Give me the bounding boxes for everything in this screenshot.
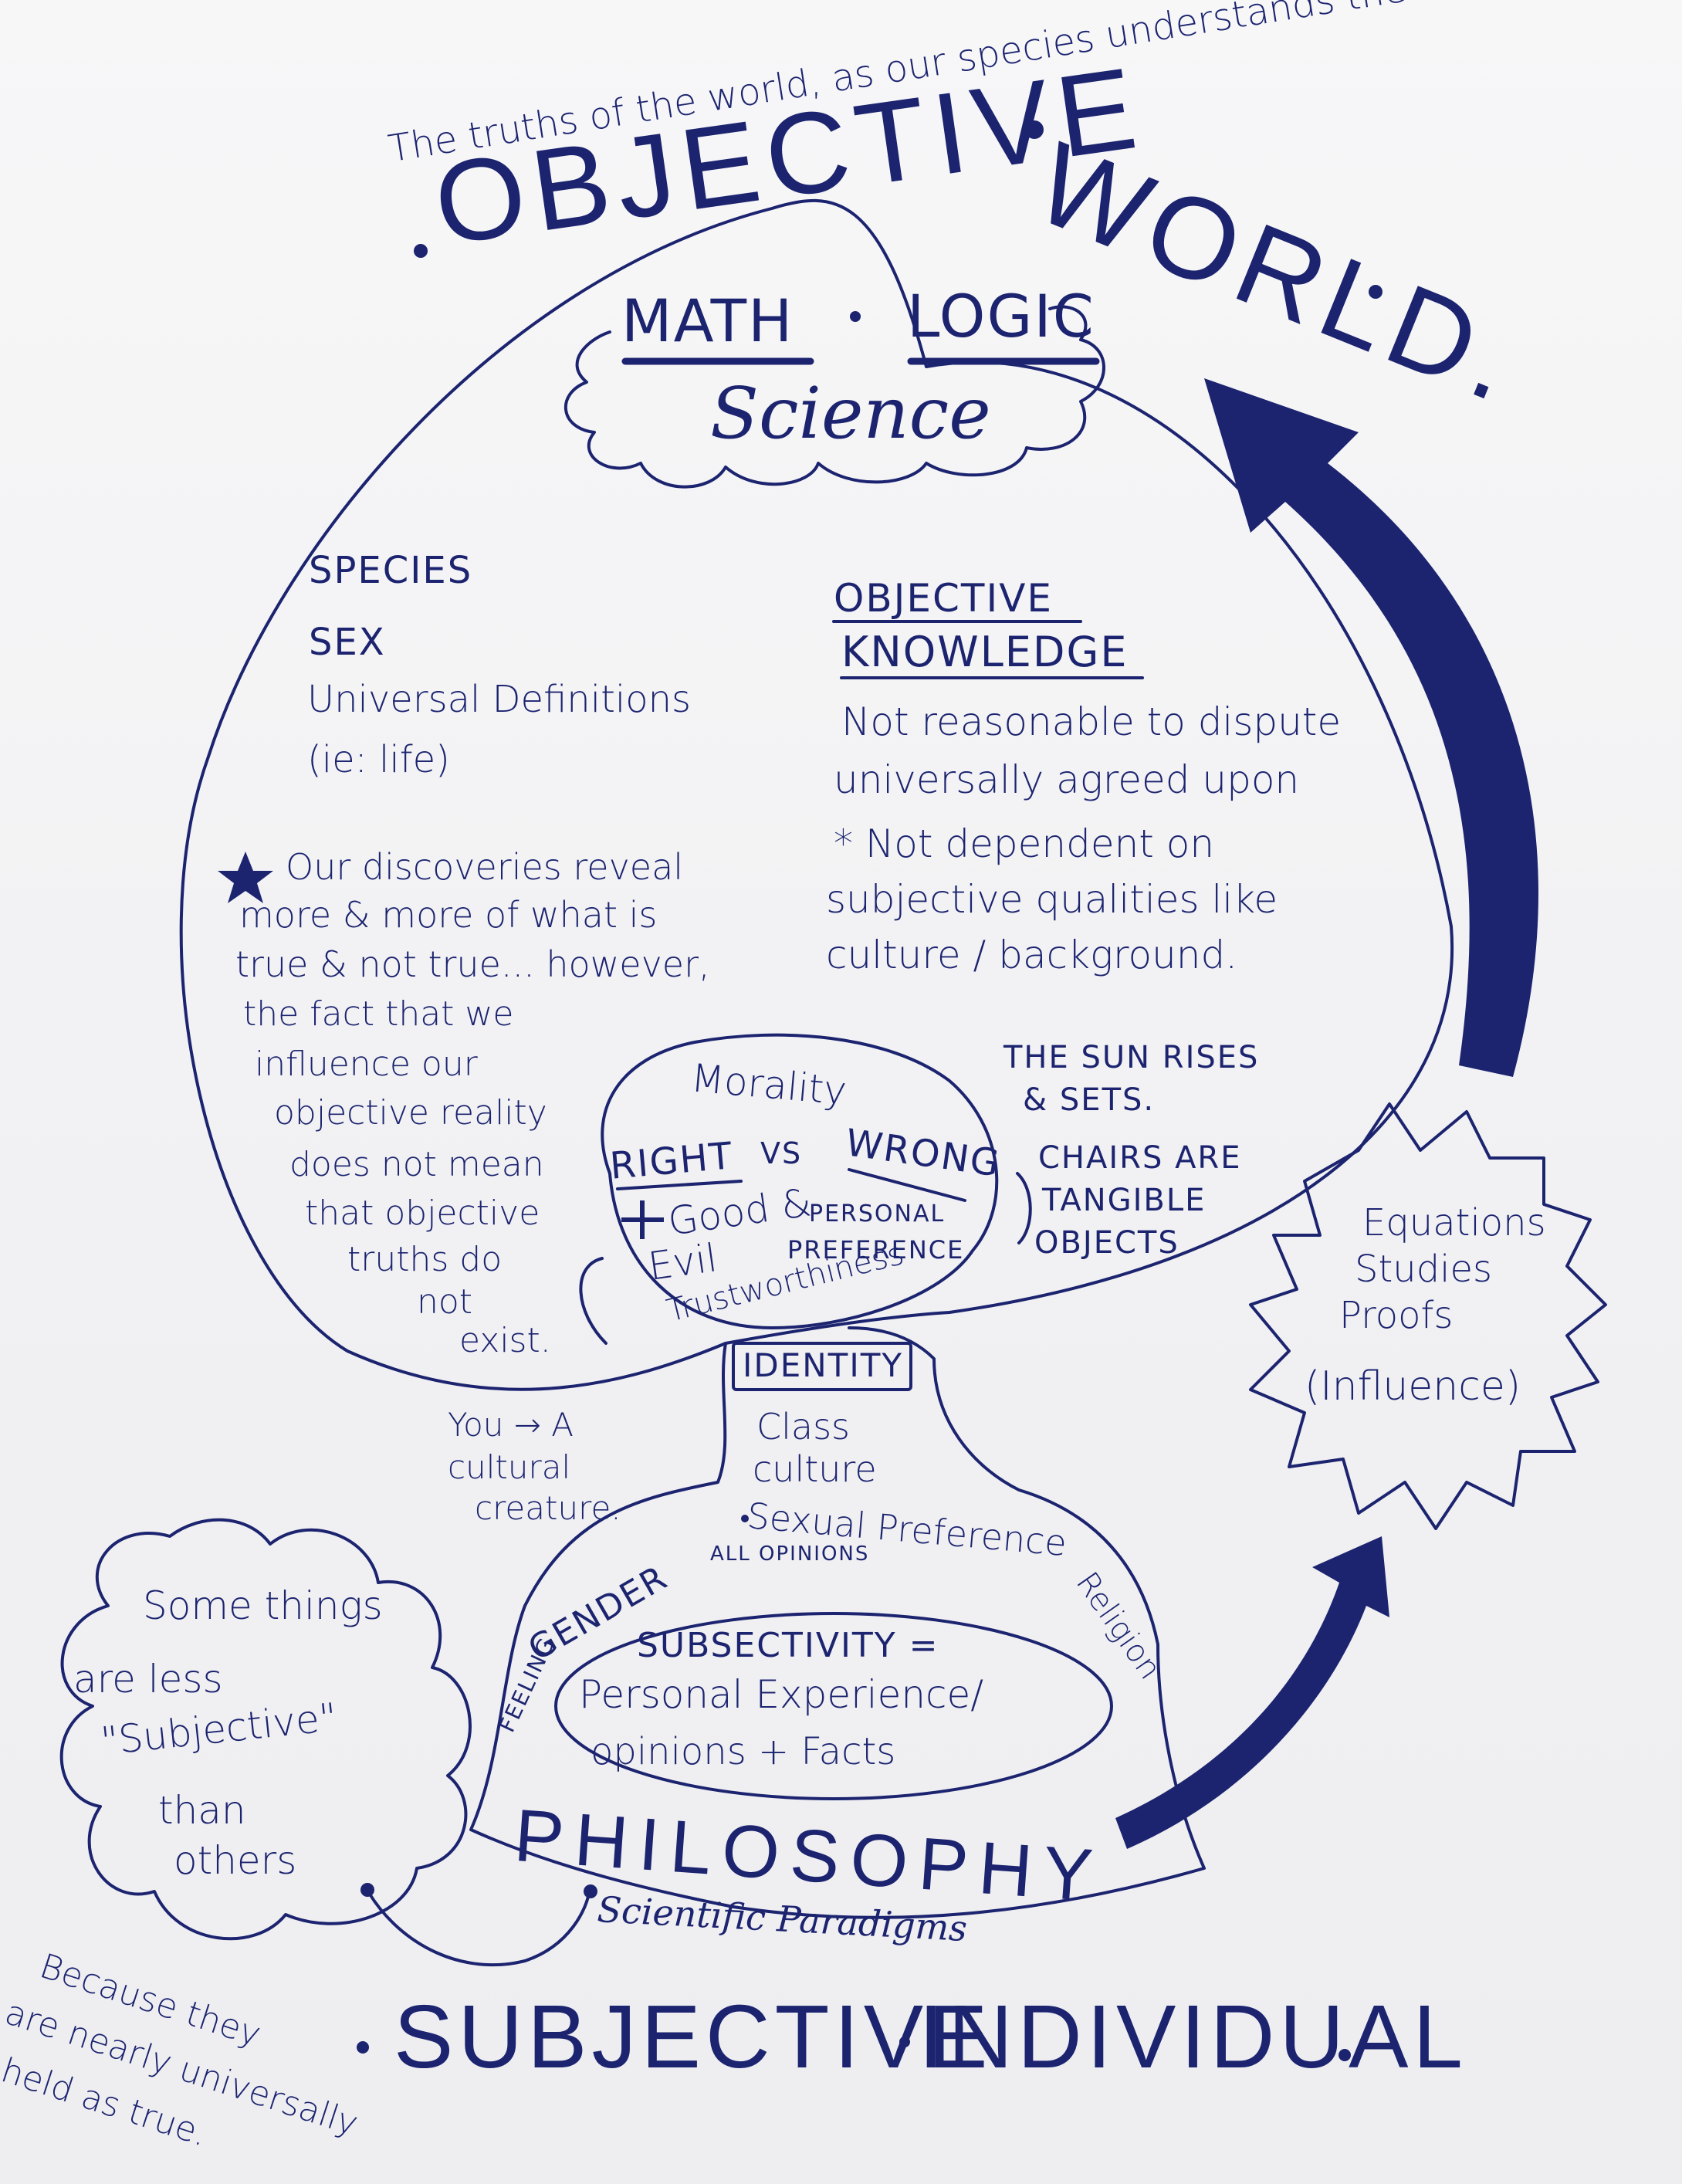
you-line-3: creature. (475, 1489, 621, 1527)
objective-knowledge-heading-2: KNOWLEDGE (841, 628, 1129, 676)
class-label: Class (756, 1406, 851, 1448)
vs-label: VS (760, 1136, 803, 1170)
sex-label: SEX (309, 621, 386, 664)
cloud-line-5: others (174, 1838, 297, 1883)
equations-label: Equations (1362, 1201, 1546, 1244)
sun-line-3: CHAIRS ARE (1038, 1140, 1242, 1176)
objective-world-circle (179, 198, 1454, 1391)
preference-label: PREFERENCE (787, 1235, 965, 1265)
connector-line (367, 1891, 591, 1967)
upward-curve-arrow (1204, 378, 1539, 1077)
sun-line-1: THE SUN RISES (1003, 1040, 1260, 1075)
proofs-label: Proofs (1339, 1294, 1454, 1337)
right-brace (1016, 1172, 1032, 1244)
sun-line-2: & SETS. (1023, 1082, 1156, 1118)
personal-label: PERSONAL (809, 1200, 946, 1227)
subjectivity-line-2: Personal Experience/ (579, 1672, 984, 1717)
ok-line-4: subjective qualities like (826, 877, 1278, 922)
science-label: Science (710, 372, 991, 455)
discoveries-line: exist. (459, 1321, 551, 1360)
discoveries-line: more & more of what is (239, 894, 658, 936)
logic-label: LOGIC (907, 282, 1095, 350)
ok-line-1: Not reasonable to dispute (841, 699, 1342, 744)
life-example: (ie: life) (307, 738, 450, 781)
ok-line-3: * Not dependent on (834, 821, 1215, 866)
cloud-line-1: Some things (143, 1583, 383, 1628)
sun-line-4: TANGIBLE (1042, 1183, 1207, 1218)
subjectivity-heading: SUBSECTIVITY = (637, 1626, 939, 1665)
science-cloud (564, 305, 1105, 489)
evil-label: Evil (645, 1235, 720, 1289)
you-line-2: cultural (448, 1448, 571, 1486)
subjective-blob (469, 1326, 1206, 1919)
math-label: MATH (621, 286, 794, 355)
discoveries-line: objective reality (274, 1093, 547, 1133)
footer-individual: INDIVIDUAL (919, 1986, 1468, 2087)
discoveries-line: true & not true... however, (235, 943, 710, 985)
influence-starburst (1249, 1102, 1607, 1530)
discoveries-line: that objective (305, 1194, 540, 1233)
influence-label: (Influence) (1305, 1363, 1521, 1410)
cloud-line-4: than (158, 1788, 246, 1833)
ok-line-2: universally agreed upon (834, 757, 1300, 802)
universal-definitions: Universal Definitions (307, 678, 692, 721)
morality-circle (601, 1033, 999, 1329)
cloud-line-2: are less (73, 1657, 223, 1701)
objective-knowledge-heading-1: OBJECTIVE (834, 576, 1053, 621)
discoveries-line: does not mean (289, 1145, 544, 1184)
left-brace (579, 1257, 607, 1345)
sun-line-5: OBJECTS (1034, 1225, 1179, 1261)
star-icon (218, 852, 273, 903)
discoveries-line: not (417, 1282, 473, 1322)
discoveries-line: influence our (255, 1045, 478, 1084)
identity-label: IDENTITY (743, 1346, 904, 1384)
you-line-1: You → A (448, 1406, 574, 1444)
thought-cloud (59, 1518, 472, 1941)
discoveries-line: Our discoveries reveal (286, 846, 684, 888)
ok-line-5: culture / background. (826, 933, 1238, 977)
plus-icon (621, 1200, 664, 1239)
lower-curve-arrow (1115, 1536, 1389, 1849)
subjectivity-oval (554, 1612, 1113, 1800)
studies-label: Studies (1355, 1248, 1493, 1291)
species-label: SPECIES (309, 549, 473, 592)
all-opinions-label: ALL OPINIONS (710, 1542, 870, 1566)
subjectivity-line-3: opinions + Facts (591, 1730, 896, 1773)
discoveries-line: the fact that we (243, 994, 514, 1034)
right-label: RIGHT (607, 1134, 736, 1188)
discoveries-line: truths do (347, 1240, 503, 1279)
footer-subjective: SUBJECTIVE (394, 1986, 993, 2087)
culture-label: culture (753, 1448, 877, 1490)
